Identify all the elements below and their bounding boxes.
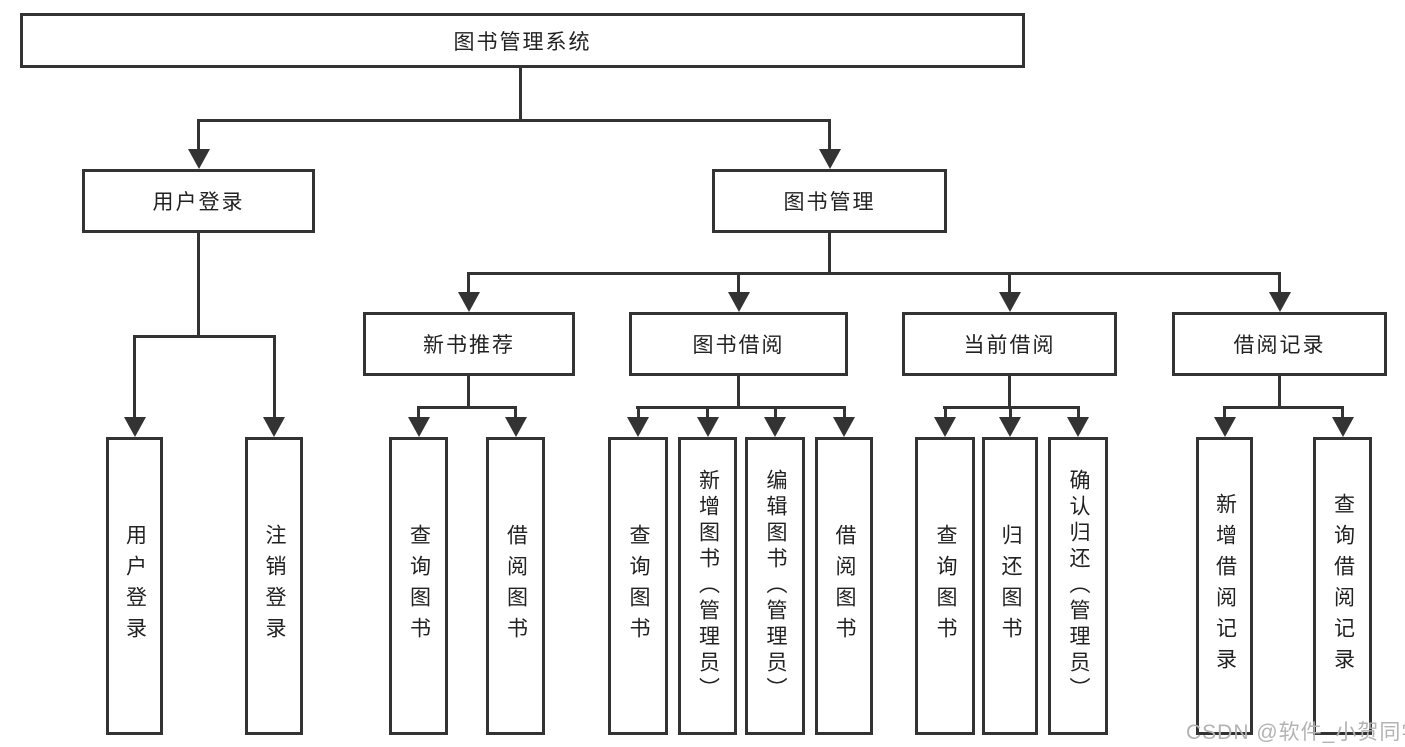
- connector-line: [774, 406, 777, 419]
- node-user-login-leaf: 用户登录: [106, 437, 163, 735]
- arrow-down-icon: [124, 417, 146, 437]
- connector-line: [467, 376, 470, 406]
- connector-line: [1008, 376, 1011, 406]
- arrow-down-icon: [188, 149, 210, 169]
- connector-line: [1278, 272, 1281, 294]
- connector-line: [706, 406, 709, 419]
- arrow-down-icon: [697, 417, 719, 437]
- connector-line: [133, 335, 276, 338]
- arrow-down-icon: [1214, 417, 1236, 437]
- connector-line: [944, 406, 947, 419]
- connector-line: [197, 119, 200, 151]
- connector-line: [1278, 376, 1281, 406]
- arrow-down-icon: [1067, 417, 1089, 437]
- node-edit-books-admin: 编辑图书（管理员）: [745, 437, 805, 735]
- node-query-books: 查询图书: [915, 437, 975, 735]
- connector-line: [828, 233, 831, 272]
- connector-line: [197, 119, 831, 122]
- node-logout-leaf: 注销登录: [245, 437, 303, 735]
- arrow-down-icon: [408, 417, 430, 437]
- node-query-borrow-record: 查询借阅记录: [1313, 437, 1372, 735]
- connector-line: [843, 406, 846, 419]
- node-borrow-books: 借阅图书: [486, 437, 545, 735]
- arrow-down-icon: [833, 417, 855, 437]
- node-add-books-admin: 新增图书（管理员）: [678, 437, 737, 735]
- arrow-down-icon: [1269, 292, 1291, 312]
- node-user-login: 用户登录: [82, 169, 315, 233]
- arrow-down-icon: [934, 417, 956, 437]
- node-system-root: 图书管理系统: [20, 13, 1025, 68]
- connector-line: [1077, 406, 1080, 419]
- node-query-books: 查询图书: [608, 437, 668, 735]
- arrow-down-icon: [764, 417, 786, 437]
- connector-line: [1341, 406, 1344, 419]
- connector-line: [467, 272, 1281, 275]
- connector-line: [1223, 406, 1226, 419]
- arrow-down-icon: [819, 149, 841, 169]
- node-add-borrow-record: 新增借阅记录: [1196, 437, 1253, 735]
- node-book-borrowing: 图书借阅: [629, 312, 848, 376]
- arrow-down-icon: [999, 417, 1021, 437]
- arrow-down-icon: [999, 292, 1021, 312]
- node-confirm-return-admin: 确认归还（管理员）: [1048, 437, 1108, 735]
- connector-line: [467, 272, 470, 294]
- connector-line: [417, 406, 517, 409]
- arrow-down-icon: [1332, 417, 1354, 437]
- connector-line: [1009, 406, 1012, 419]
- connector-line: [828, 119, 831, 151]
- connector-line: [133, 335, 136, 419]
- connector-line: [417, 406, 420, 419]
- connector-line: [1223, 406, 1344, 409]
- node-return-books: 归还图书: [982, 437, 1038, 735]
- connector-line: [519, 68, 522, 119]
- arrow-down-icon: [627, 417, 649, 437]
- arrow-down-icon: [505, 417, 527, 437]
- node-borrowing-records: 借阅记录: [1172, 312, 1387, 376]
- connector-line: [273, 335, 276, 419]
- connector-line: [737, 376, 740, 406]
- arrow-down-icon: [263, 417, 285, 437]
- csdn-watermark: CSDN @软件_小贺同学: [1186, 721, 1405, 744]
- arrow-down-icon: [728, 292, 750, 312]
- node-borrow-books: 借阅图书: [815, 437, 873, 735]
- arrow-down-icon: [458, 292, 480, 312]
- connector-line: [197, 233, 200, 335]
- connector-line: [637, 406, 640, 419]
- node-book-management: 图书管理: [712, 169, 947, 233]
- connector-line: [737, 272, 740, 294]
- node-new-book-recommendation: 新书推荐: [363, 312, 575, 376]
- node-query-books: 查询图书: [389, 437, 448, 735]
- connector-line: [514, 406, 517, 419]
- connector-line: [636, 406, 845, 409]
- node-current-borrowing: 当前借阅: [902, 312, 1117, 376]
- connector-line: [1008, 272, 1011, 294]
